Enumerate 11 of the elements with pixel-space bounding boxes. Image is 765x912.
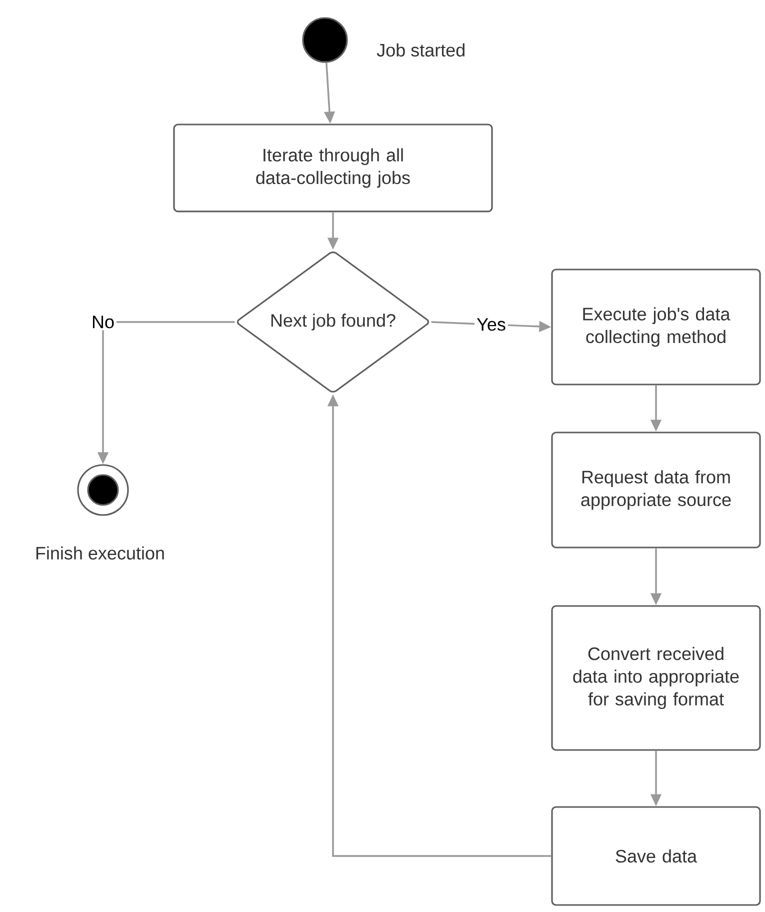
- process-box: Save data: [551, 806, 761, 906]
- process-box: Execute job's data collecting method: [551, 268, 761, 386]
- edge-label: No: [90, 314, 116, 330]
- process-box: Request data from appropriate source: [551, 432, 761, 548]
- edge-label: Yes: [474, 316, 508, 333]
- process-box: Iterate through all data-collecting jobs: [173, 124, 493, 212]
- node-caption: Finish execution: [36, 546, 164, 560]
- end-node: [77, 464, 129, 516]
- process-box: Convert received data into appropriate for saving format: [551, 605, 761, 751]
- node-caption: Job started: [376, 43, 464, 57]
- start-node: [302, 17, 348, 63]
